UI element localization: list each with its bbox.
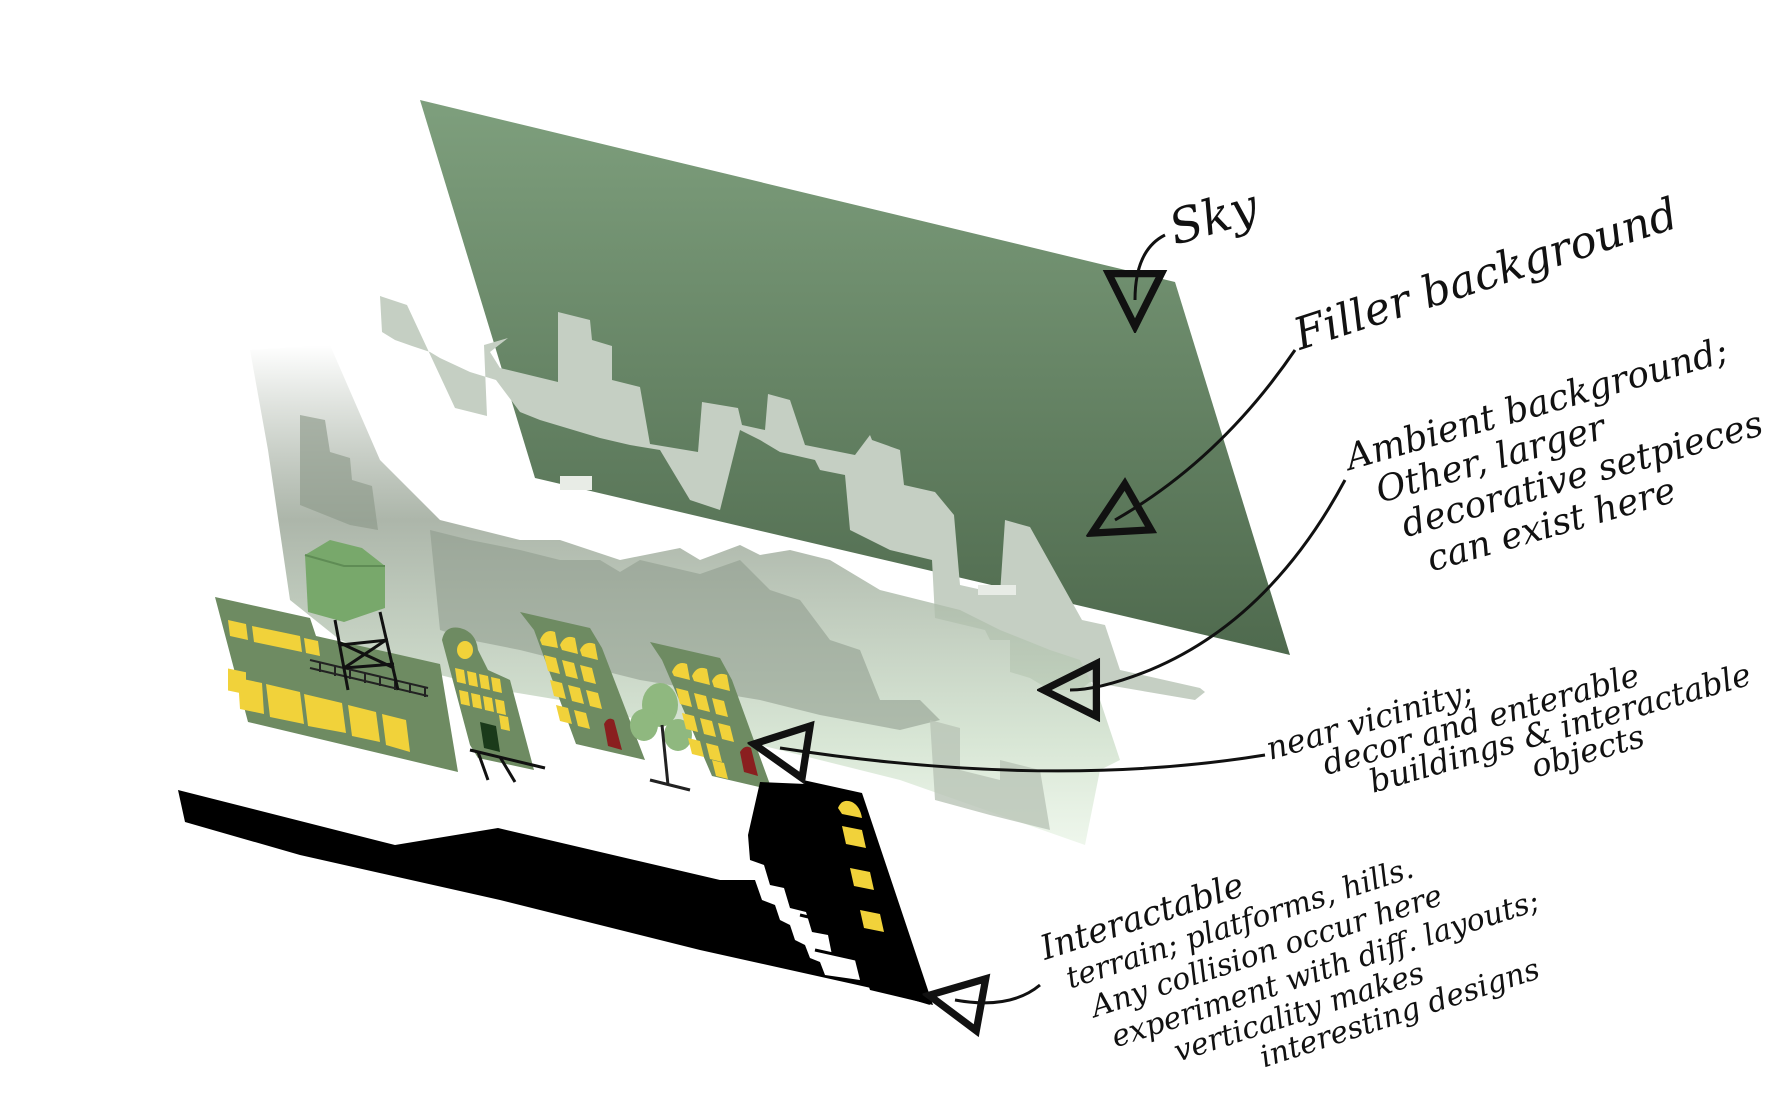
terrain-label: Interactable terrain; platforms, hills. … [1034,780,1563,1096]
sky-label: Sky [1163,178,1265,257]
filler-label: Filler background [1287,188,1684,360]
near-vicinity-label: near vicinity; decor and enterable build… [1262,597,1764,854]
arrow-head-icon [955,985,1040,1003]
terrain-layer [178,780,933,1005]
ambient-label: Ambient background; Other, larger decora… [1338,327,1778,595]
